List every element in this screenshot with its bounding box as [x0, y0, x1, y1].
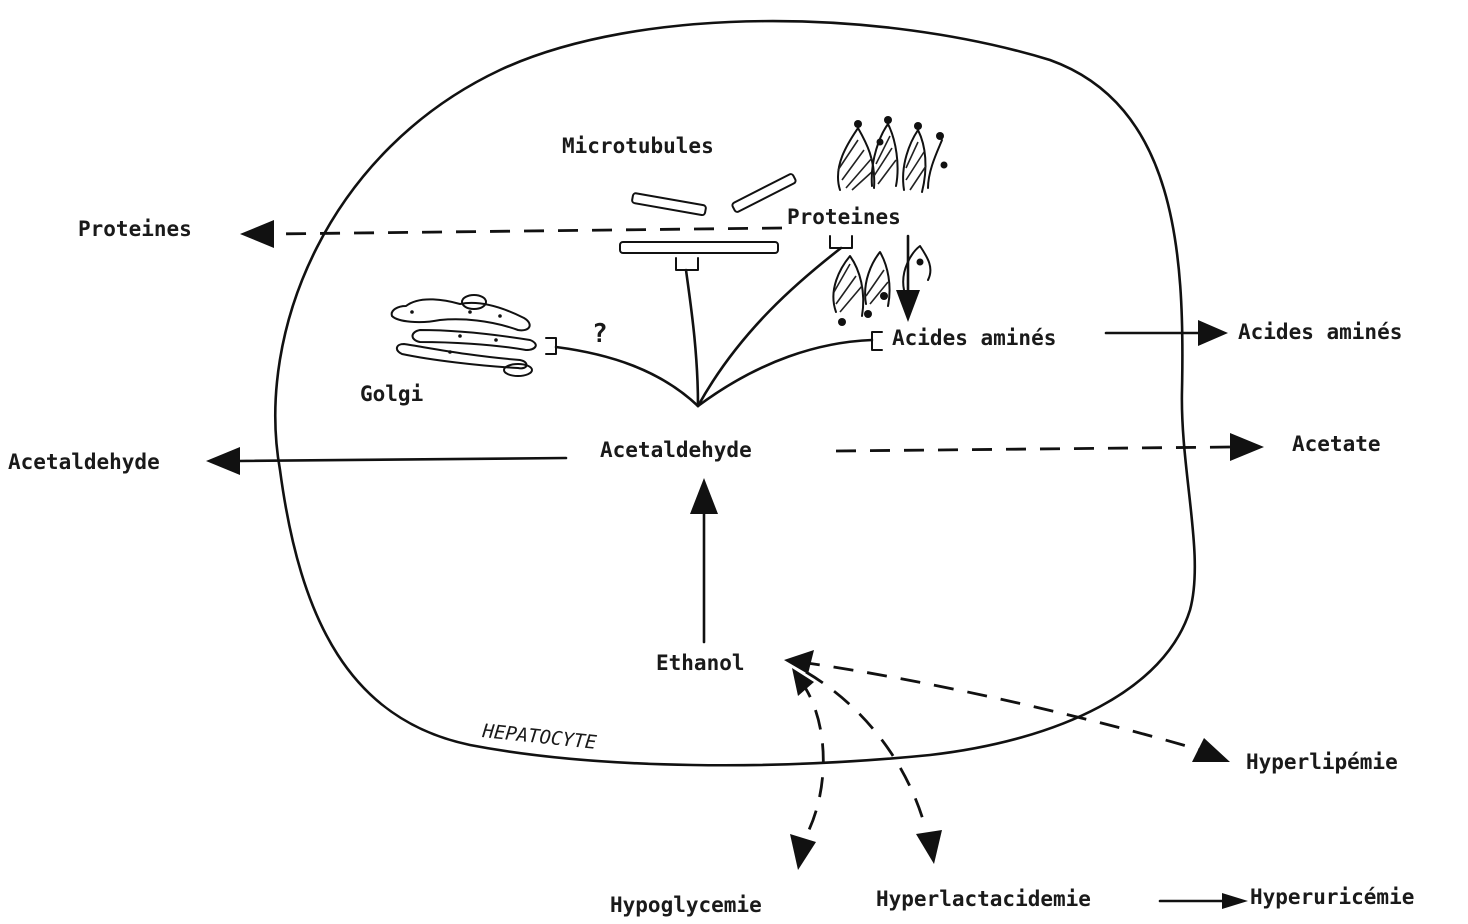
label-microtubules: Microtubules [562, 134, 714, 158]
golgi-bracket [546, 338, 556, 354]
ribosome-icon-lower [833, 246, 930, 326]
label-hyperuricemie: Hyperuricémie [1250, 885, 1414, 909]
label-acetaldehyde-inner: Acetaldehyde [600, 438, 752, 462]
label-acetate: Acetate [1292, 432, 1381, 456]
label-acides-amines-inner: Acides aminés [892, 326, 1056, 350]
label-proteines-outer: Proteines [78, 217, 192, 241]
arrow-acetaldehyde-export [238, 458, 566, 461]
label-acetaldehyde-outer: Acetaldehyde [8, 450, 160, 474]
acides-bracket [872, 332, 882, 350]
link-acetaldehyde-proteines [698, 248, 841, 406]
label-proteines-inner: Proteines [787, 205, 901, 229]
label-hyperlipemie: Hyperlipémie [1246, 750, 1398, 774]
label-hyperlactacidemie: Hyperlactacidemie [876, 887, 1091, 911]
golgi-icon [392, 295, 536, 376]
label-ethanol: Ethanol [656, 651, 745, 675]
label-question: ? [592, 319, 608, 349]
proteines-bracket [830, 236, 852, 248]
microtubules-icon [620, 173, 797, 270]
label-acides-amines-outer: Acides aminés [1238, 320, 1402, 344]
arrow-proteines-export [272, 228, 782, 234]
label-hypoglycemie: Hypoglycemie [610, 893, 762, 917]
link-acetaldehyde-acides [698, 340, 872, 406]
arrow-acetaldehyde-to-acetate [836, 447, 1232, 451]
arrow-ethanol-to-hypoglycemie [800, 680, 823, 836]
link-acetaldehyde-microtubules [686, 270, 698, 406]
link-acetaldehyde-golgi [556, 347, 698, 406]
label-golgi: Golgi [360, 382, 423, 406]
arrow-ethanol-to-hyperlipemie [800, 662, 1200, 750]
ribosome-icon-upper [838, 116, 948, 192]
